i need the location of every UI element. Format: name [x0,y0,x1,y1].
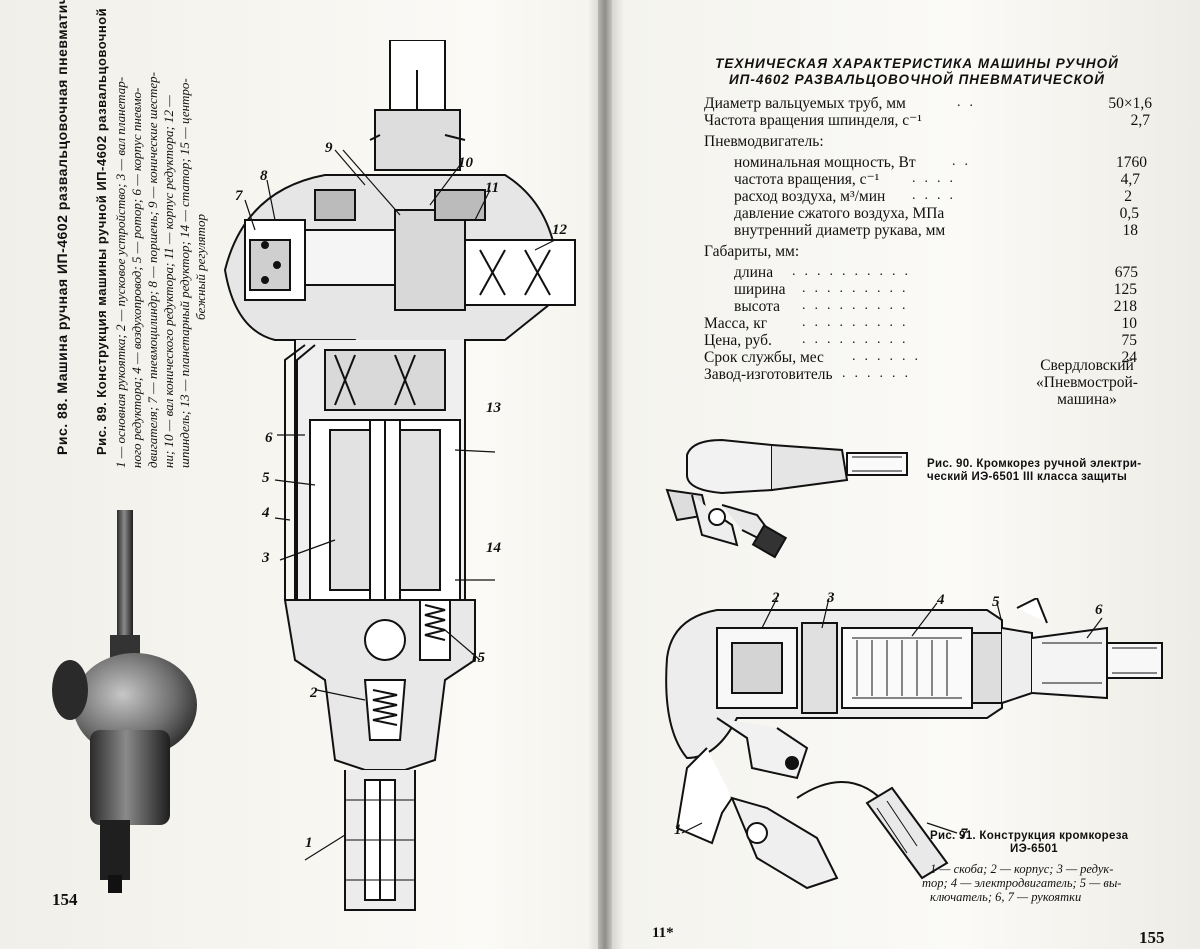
callout-6: 6 [265,430,273,446]
spec-spindle-value: 2,7 [1130,112,1150,129]
fig89-caption: Рис. 89. Конструкция машины ручной ИП-46… [94,7,109,455]
fig91-callout-3: 3 [827,590,835,606]
spec-motor-freq-label: частота вращения, с⁻¹ [734,171,880,188]
fig90-edge-cutter-drawing [665,438,908,559]
spec-mass-value: 10 [1121,315,1138,332]
leader-dots: ...... [842,366,917,381]
spec-length-value: 675 [1114,264,1138,281]
page-number-left: 154 [52,890,78,909]
spec-diameter-value: 50×1,6 [1108,95,1152,112]
fig90-caption-line-2: ческий ИЭ-6501 III класса защиты [927,471,1128,483]
callout-3: 3 [262,550,270,566]
fig91-legend-line-1: 1 — скоба; 2 — корпус; 3 — редук- [930,862,1114,876]
book-gutter [598,0,612,949]
callout-4: 4 [262,505,270,521]
spec-air-flow-label: расход воздуха, м³/мин [734,188,886,205]
spec-diameter-label: Диаметр вальцуемых труб, мм [704,95,906,112]
spec-title: ТЕХНИЧЕСКАЯ ХАРАКТЕРИСТИКА МАШИНЫ РУЧНОЙ… [707,56,1127,88]
spec-height-label: высота [734,298,781,315]
fig88-caption: Рис. 88. Машина ручная ИП-4602 развальцо… [54,0,70,455]
callout-10: 10 [458,155,473,171]
callout-7: 7 [235,188,243,204]
signature-mark: 11* [652,925,674,941]
fig91-caption-line-1: Рис. 91. Конструкция кромкореза [930,830,1129,842]
leader-dots: ......... [802,332,915,347]
fig91-callout-2: 2 [772,590,780,606]
page-number-right: 155 [1139,928,1165,947]
spec-hose-label: внутренний диаметр рукава, мм [734,222,946,239]
spec-width-label: ширина [734,281,786,298]
leader-dots: ......... [802,298,915,313]
spec-motor-freq-value: 4,7 [1120,171,1140,188]
spec-power-label: номинальная мощность, Вт [734,154,916,171]
spec-maker-value-2: «Пневмострой- [1036,374,1138,391]
spec-pressure-value: 0,5 [1119,205,1139,222]
spec-title-line-2: ИП-4602 РАЗВАЛЬЦОВОЧНОЙ ПНЕВМАТИЧЕСКОЙ [728,72,1106,87]
fig91-callout-4: 4 [937,592,945,608]
callout-15: 15 [470,650,485,666]
spec-price-label: Цена, руб. [704,332,772,349]
spec-height-value: 218 [1113,298,1137,315]
spec-title-line-1: ТЕХНИЧЕСКАЯ ХАРАКТЕРИСТИКА МАШИНЫ РУЧНОЙ [715,56,1119,71]
fig91-callout-1: 1 [674,822,682,838]
fig89-section-drawing [223,40,576,911]
fig89-legend-line-2: ного редуктора; 4 — воздухопровод; 5 — р… [129,87,144,468]
callout-2: 2 [310,685,318,701]
spec-price-value: 75 [1121,332,1138,349]
leader-dots: ......... [802,315,915,330]
leader-dots: .... [912,188,962,203]
spec-hose-value: 18 [1122,222,1139,239]
fig91-caption-line-2: ИЭ-6501 [1010,843,1058,855]
callout-9: 9 [325,140,333,156]
fig89-legend-line-1: 1 — основная рукоятка; 2 — пусковое устр… [113,76,128,468]
leader-dots: ......... [802,281,915,296]
fig91-section-drawing [665,598,1163,890]
leader-dots: .......... [792,264,917,279]
spec-length-label: длина [734,264,774,281]
left-page: Рис. 88. Машина ручная ИП-4602 развальцо… [52,0,576,911]
fig91-legend-line-3: ключатель; 6, 7 — рукоятки [930,890,1082,904]
fig90-caption-line-1: Рис. 90. Кромкорез ручной электри- [927,458,1142,470]
spec-service-value: 24 [1121,349,1138,366]
fig91-callout-5: 5 [992,594,1000,610]
spec-motor-header: Пневмодвигатель: [704,133,824,150]
spec-spindle-label: Частота вращения шпинделя, с⁻¹ [704,112,922,129]
spec-width-value: 125 [1113,281,1137,298]
spec-pressure-label: давление сжатого воздуха, МПа [734,205,945,222]
callout-13: 13 [486,400,501,416]
spec-dims-header: Габариты, мм: [704,243,800,260]
fig89-legend-line-5: шпиндель; 13 — планетарный редуктор; 14 … [177,78,192,468]
right-page: ТЕХНИЧЕСКАЯ ХАРАКТЕРИСТИКА МАШИНЫ РУЧНОЙ… [612,0,1200,949]
fig91-legend-line-2: тор; 4 — электродвигатель; 5 — вы- [922,876,1122,890]
fig91-callout-6: 6 [1095,602,1103,618]
spec-service-label: Срок службы, мес [704,349,824,366]
leader-dots: .... [912,171,962,186]
spec-power-value: 1760 [1116,154,1147,171]
callout-11: 11 [485,180,500,196]
spec-maker-value-3: машина» [1057,391,1117,408]
spec-mass-label: Масса, кг [704,315,768,332]
fig89-legend-line-4: ни; 10 — вал конического редуктора; 11 —… [161,95,176,468]
callout-1: 1 [305,835,313,851]
spec-air-flow-value: 2 [1124,188,1132,205]
callout-12: 12 [552,222,567,238]
spec-maker-value-1: Свердловский [1040,357,1134,374]
callout-5: 5 [262,470,270,486]
leader-dots: ...... [852,349,927,364]
fig89-legend-line-3: двигателя; 7 — пневмоцилиндр; 8 — поршен… [145,72,160,468]
callout-14: 14 [486,540,501,556]
leader-dots: .. [957,95,982,110]
fig91-callout-7: 7 [960,826,968,842]
spec-maker-label: Завод-изготовитель [704,366,833,383]
callout-8: 8 [260,168,268,184]
fig88-tool-photo [52,510,197,893]
leader-dots: .. [952,154,977,169]
